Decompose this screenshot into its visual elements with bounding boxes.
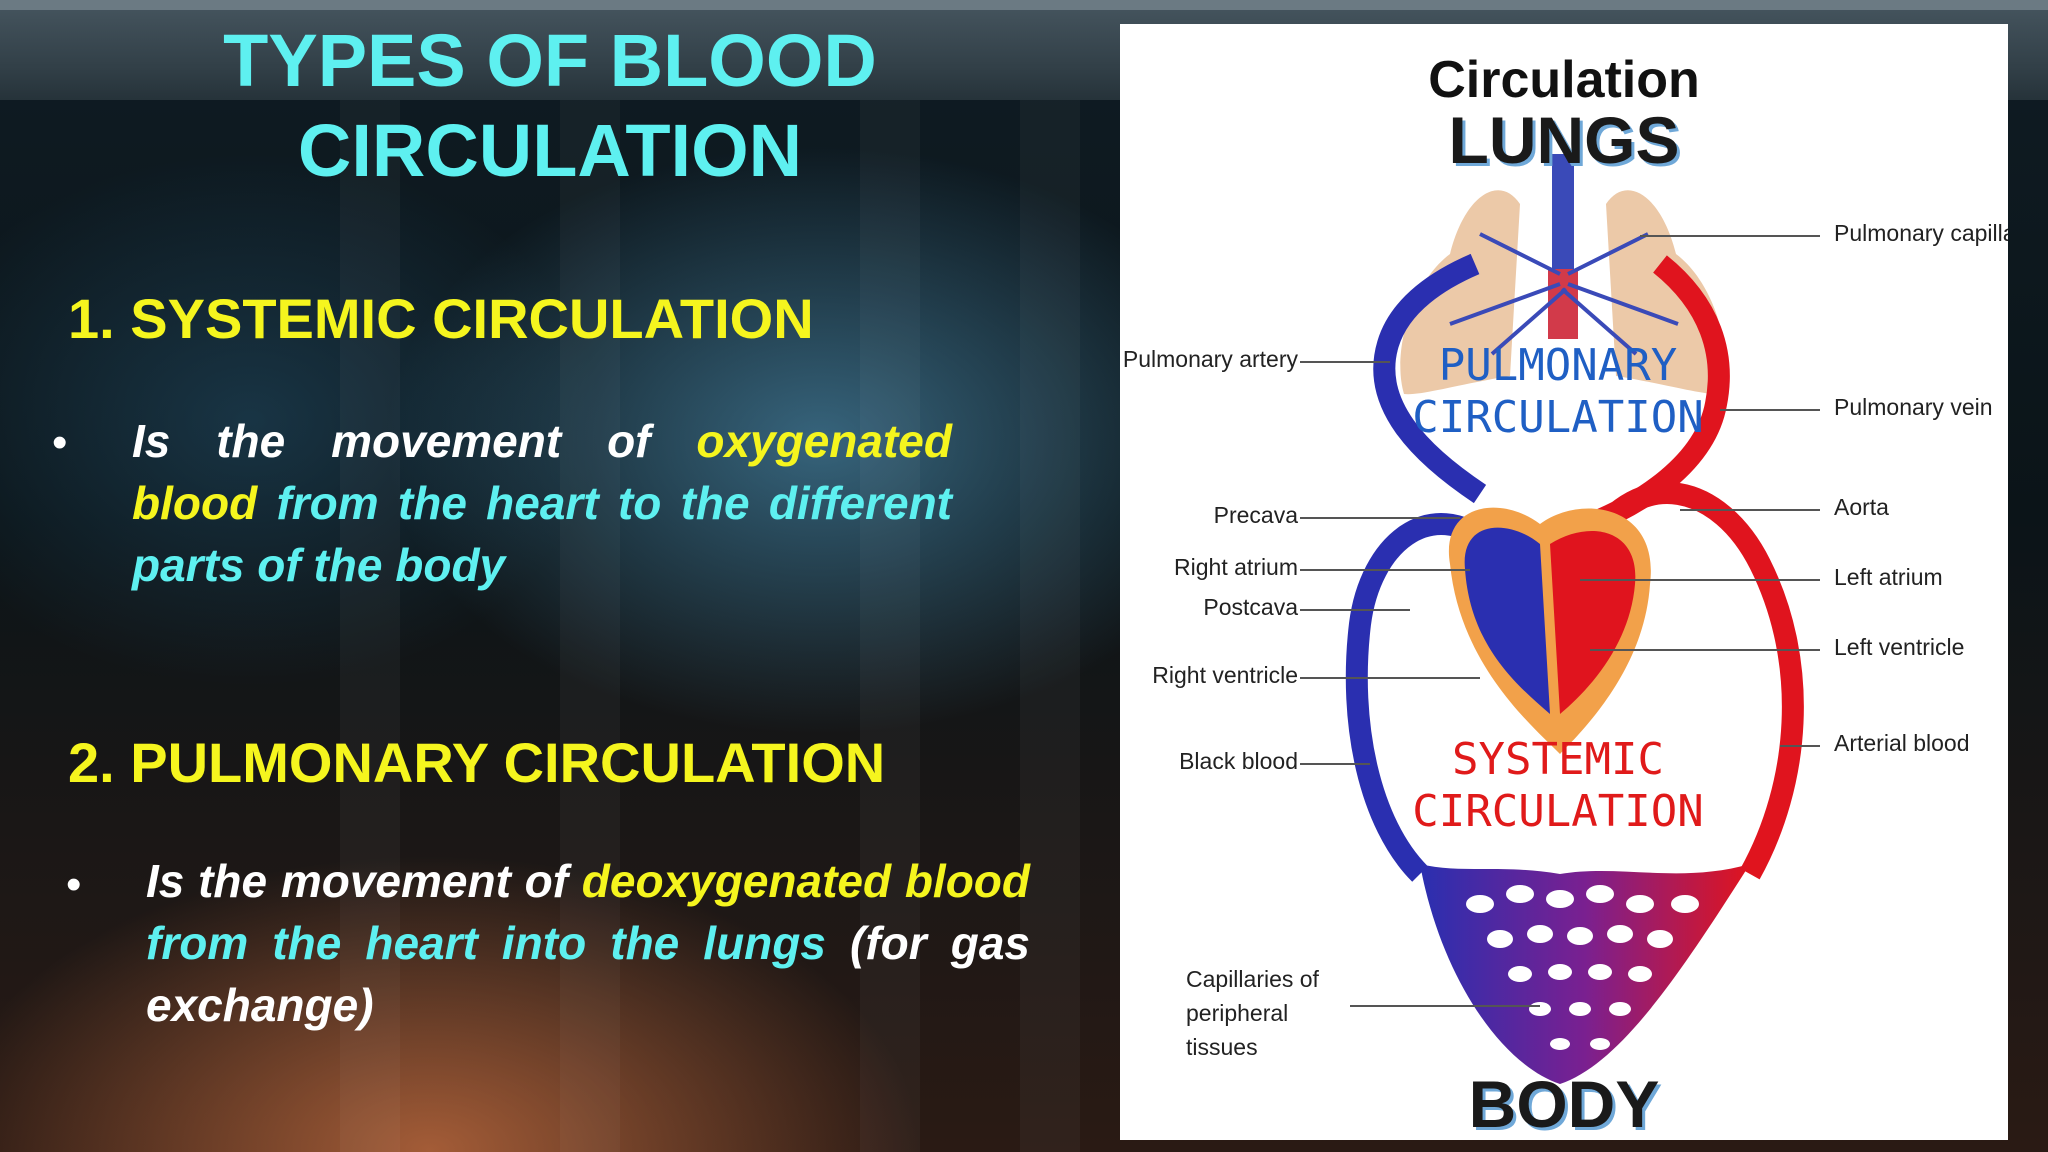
circulation-illustration bbox=[1300, 154, 1820, 1084]
header-edge bbox=[0, 0, 2048, 10]
capillary-bed bbox=[1420, 864, 1750, 1084]
circulation-label-line: PULMONARY bbox=[1438, 340, 1678, 391]
description-run: Is the movement of bbox=[146, 855, 582, 907]
label-pulmonary-artery: Pulmonary artery bbox=[1122, 346, 1298, 372]
pulmonary-artery-vessel bbox=[1373, 253, 1487, 504]
description-run: (for gas exchange) bbox=[146, 917, 1030, 1031]
slide-title: TYPES OF BLOOD CIRCULATION bbox=[223, 19, 877, 192]
label-pulmonary-capillaries: Pulmonary capilla bbox=[1834, 220, 2008, 246]
heart-left-side bbox=[1550, 531, 1636, 714]
trachea bbox=[1552, 154, 1574, 274]
diagram-title: Circulation bbox=[1428, 51, 1700, 109]
circulation-label-line: CIRCULATION bbox=[1412, 786, 1704, 837]
description-run: from the heart to the different parts of… bbox=[132, 477, 952, 591]
bullet-icon: • bbox=[52, 418, 68, 467]
capillary-holes bbox=[1466, 885, 1699, 1050]
systemic-description: Is the movement of oxygenated blood from… bbox=[132, 410, 952, 596]
description-run: deoxygenated blood bbox=[581, 855, 1030, 907]
label-right-atrium: Right atrium bbox=[1174, 554, 1298, 580]
circulation-label-line: SYSTEMIC bbox=[1452, 734, 1664, 785]
description-run: oxygenated blood bbox=[132, 415, 952, 529]
lungs-label: LUNGS bbox=[1448, 103, 1680, 177]
pulmonary-description: Is the movement of deoxygenated blood fr… bbox=[146, 850, 1030, 1036]
bronchi bbox=[1548, 269, 1578, 339]
label-aorta: Aorta bbox=[1834, 494, 1889, 520]
aorta-vessel bbox=[1580, 482, 1804, 880]
label-precava: Precava bbox=[1213, 502, 1298, 528]
leader-lines bbox=[1300, 235, 1820, 1007]
body-label: BODY bbox=[1468, 1067, 1660, 1141]
label-black-blood: Black blood bbox=[1179, 748, 1298, 774]
lung-vessels bbox=[1449, 232, 1679, 356]
heart-right-side bbox=[1464, 527, 1550, 714]
description-run: Is the movement of bbox=[132, 415, 697, 467]
description-run: from the heart into the lungs bbox=[146, 917, 826, 969]
label-postcava: Postcava bbox=[1203, 594, 1298, 620]
label-pulmonary-vein: Pulmonary vein bbox=[1834, 394, 1993, 420]
vena-cava-vessel bbox=[1345, 513, 1498, 882]
label-left-atrium: Left atrium bbox=[1834, 564, 1943, 590]
label-right-ventricle: Right ventricle bbox=[1152, 662, 1298, 688]
label-left-ventricle: Left ventricle bbox=[1834, 634, 1965, 660]
label-arterial-blood: Arterial blood bbox=[1834, 730, 1970, 756]
circulation-label-line: CIRCULATION bbox=[1412, 392, 1704, 443]
bullet-icon: • bbox=[66, 860, 82, 909]
systemic-heading: 1. SYSTEMIC CIRCULATION bbox=[68, 287, 814, 350]
pulmonary-heading: 2. PULMONARY CIRCULATION bbox=[68, 731, 886, 794]
label-peripheral-capillaries: Capillaries of peripheral tissues bbox=[1186, 966, 1319, 1060]
